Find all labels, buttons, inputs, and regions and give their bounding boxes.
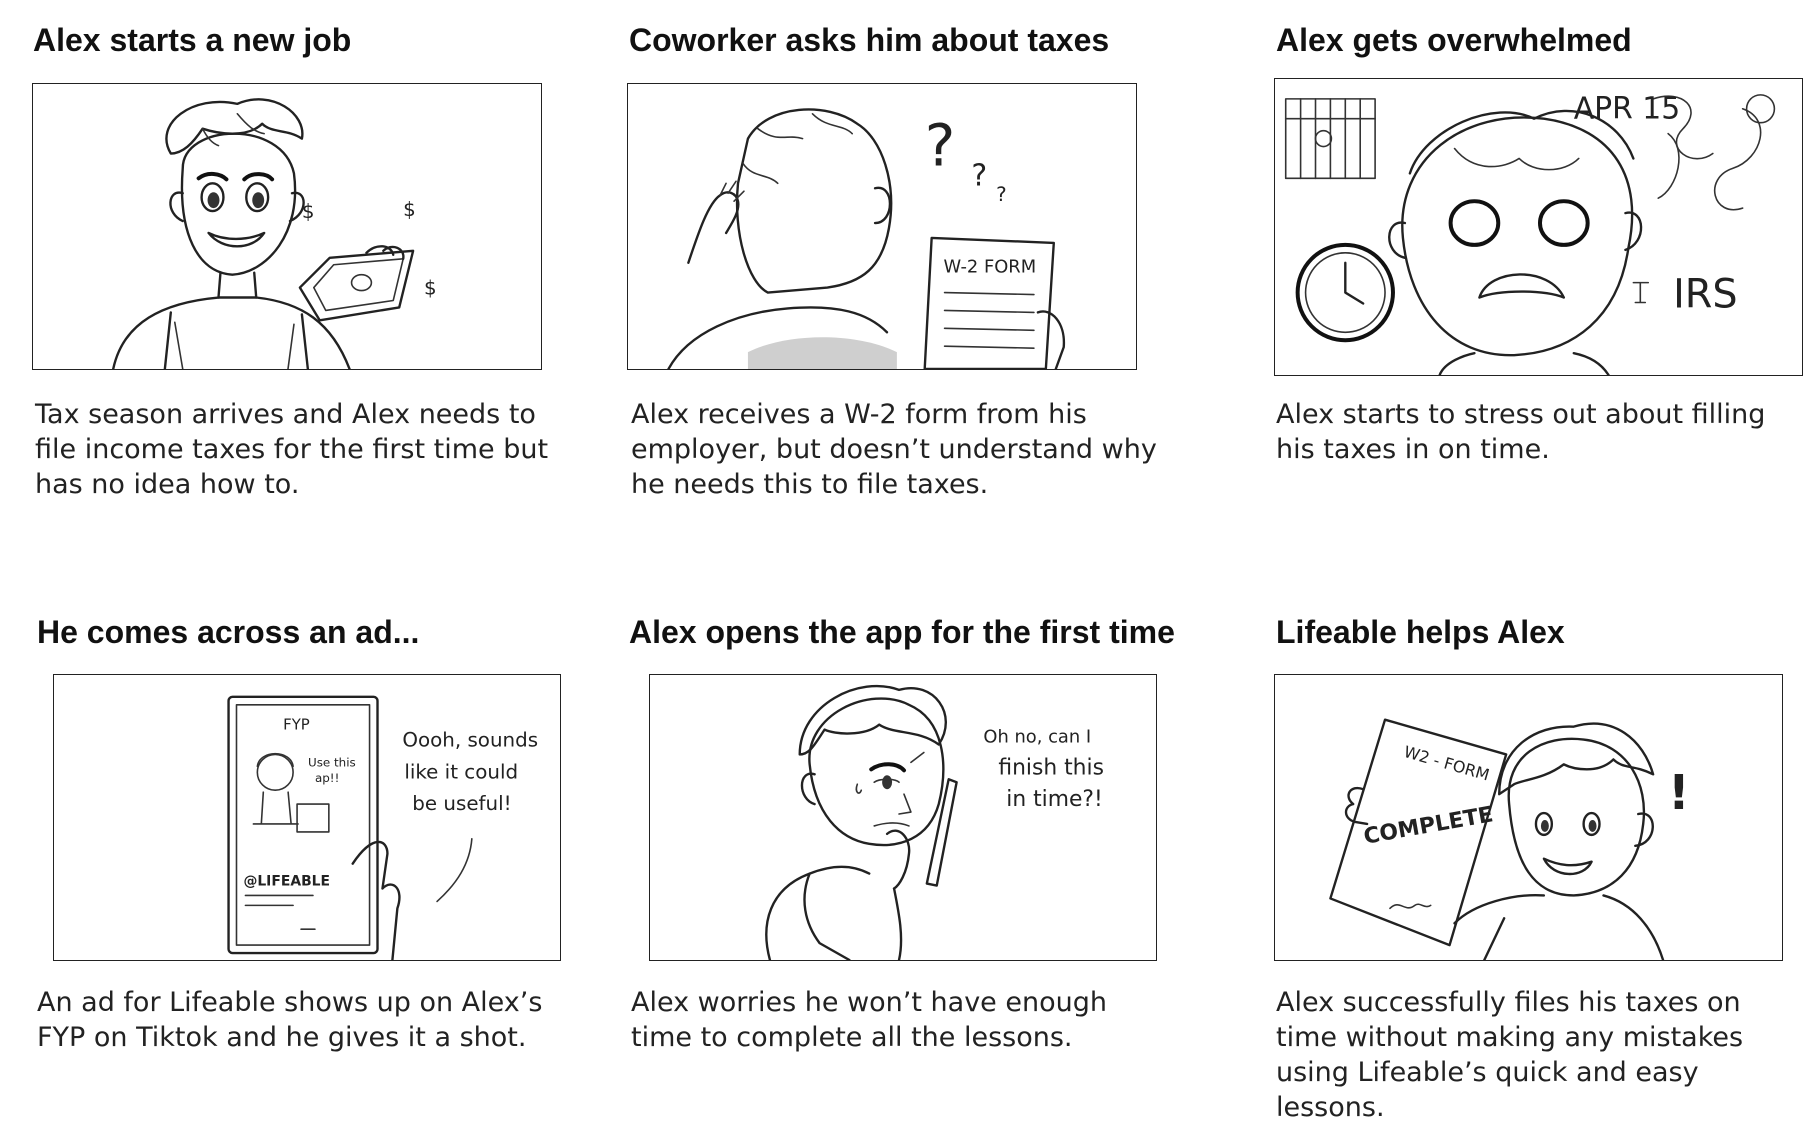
svg-text:Oooh, sounds: Oooh, sounds bbox=[402, 728, 538, 751]
alex-stressed-sketch: APR 15 IRS bbox=[1284, 92, 1776, 375]
deadline-date: APR 15 bbox=[1574, 92, 1680, 127]
form-label: W-2 FORM bbox=[944, 257, 1037, 278]
question-mark-large: ? bbox=[925, 112, 956, 179]
svg-text:like it could: like it could bbox=[404, 760, 518, 783]
svg-text:FYP: FYP bbox=[283, 716, 310, 734]
panel-title: Alex gets overwhelmed bbox=[1276, 22, 1632, 58]
panel-title: Alex starts a new job bbox=[33, 22, 352, 58]
alex-holding-money-sketch: $ $ $ bbox=[112, 98, 437, 369]
svg-text:?: ? bbox=[996, 183, 1007, 206]
panel-title: Alex opens the app for the first time bbox=[629, 614, 1175, 650]
panel-illustration: APR 15 IRS bbox=[1274, 78, 1803, 376]
lifeable-handle: @LIFEABLE bbox=[243, 874, 330, 890]
tiktok-ad-sketch: FYP Use this ap!! @LIFEABLE Oooh, sounds… bbox=[227, 695, 538, 960]
alex-worried-phone-sketch: Oh no, can I finish this in time?! bbox=[765, 684, 1104, 960]
alex-confused-by-form-sketch: ? ? ? W-2 FORM bbox=[667, 108, 1065, 369]
panel-caption: Alex starts to stress out about filling … bbox=[1276, 399, 1766, 465]
svg-text:$: $ bbox=[302, 200, 315, 223]
panel-title: Lifeable helps Alex bbox=[1276, 614, 1565, 650]
svg-text:be useful!: be useful! bbox=[412, 792, 511, 815]
panel-illustration: ? ? ? W-2 FORM bbox=[627, 83, 1137, 370]
panel-caption: Alex receives a W-2 form from his employ… bbox=[631, 399, 1157, 500]
panel-caption: Tax season arrives and Alex needs to fil… bbox=[35, 399, 549, 500]
svg-text:!: ! bbox=[1668, 766, 1690, 821]
form-label: W2 - FORM bbox=[1402, 742, 1492, 785]
panel-title: Coworker asks him about taxes bbox=[629, 22, 1110, 58]
irs-label: IRS bbox=[1673, 271, 1738, 317]
svg-text:finish this: finish this bbox=[998, 755, 1104, 780]
svg-text:$: $ bbox=[424, 277, 437, 300]
panel-illustration: FYP Use this ap!! @LIFEABLE Oooh, sounds… bbox=[53, 674, 561, 961]
panel-caption: Alex worries he won’t have enough time t… bbox=[631, 987, 1107, 1053]
panel-caption: An ad for Lifeable shows up on Alex’s FY… bbox=[37, 987, 543, 1053]
complete-stamp: COMPLETE bbox=[1362, 802, 1495, 849]
panel-title: He comes across an ad... bbox=[37, 614, 420, 650]
panel-illustration: Oh no, can I finish this in time?! bbox=[649, 674, 1157, 961]
svg-text:$: $ bbox=[403, 198, 416, 221]
panel-caption: Alex successfully files his taxes on tim… bbox=[1276, 987, 1744, 1123]
svg-text:in time?!: in time?! bbox=[1006, 787, 1103, 812]
svg-text:?: ? bbox=[971, 158, 987, 193]
panel-illustration: W2 - FORM COMPLETE ! bbox=[1274, 674, 1783, 961]
svg-text:ap!!: ap!! bbox=[315, 771, 339, 785]
svg-text:Oh no, can I: Oh no, can I bbox=[983, 727, 1091, 748]
svg-text:Use this: Use this bbox=[308, 755, 356, 769]
panel-illustration: $ $ $ bbox=[32, 83, 542, 370]
alex-completed-form-sketch: W2 - FORM COMPLETE ! bbox=[1329, 718, 1690, 960]
